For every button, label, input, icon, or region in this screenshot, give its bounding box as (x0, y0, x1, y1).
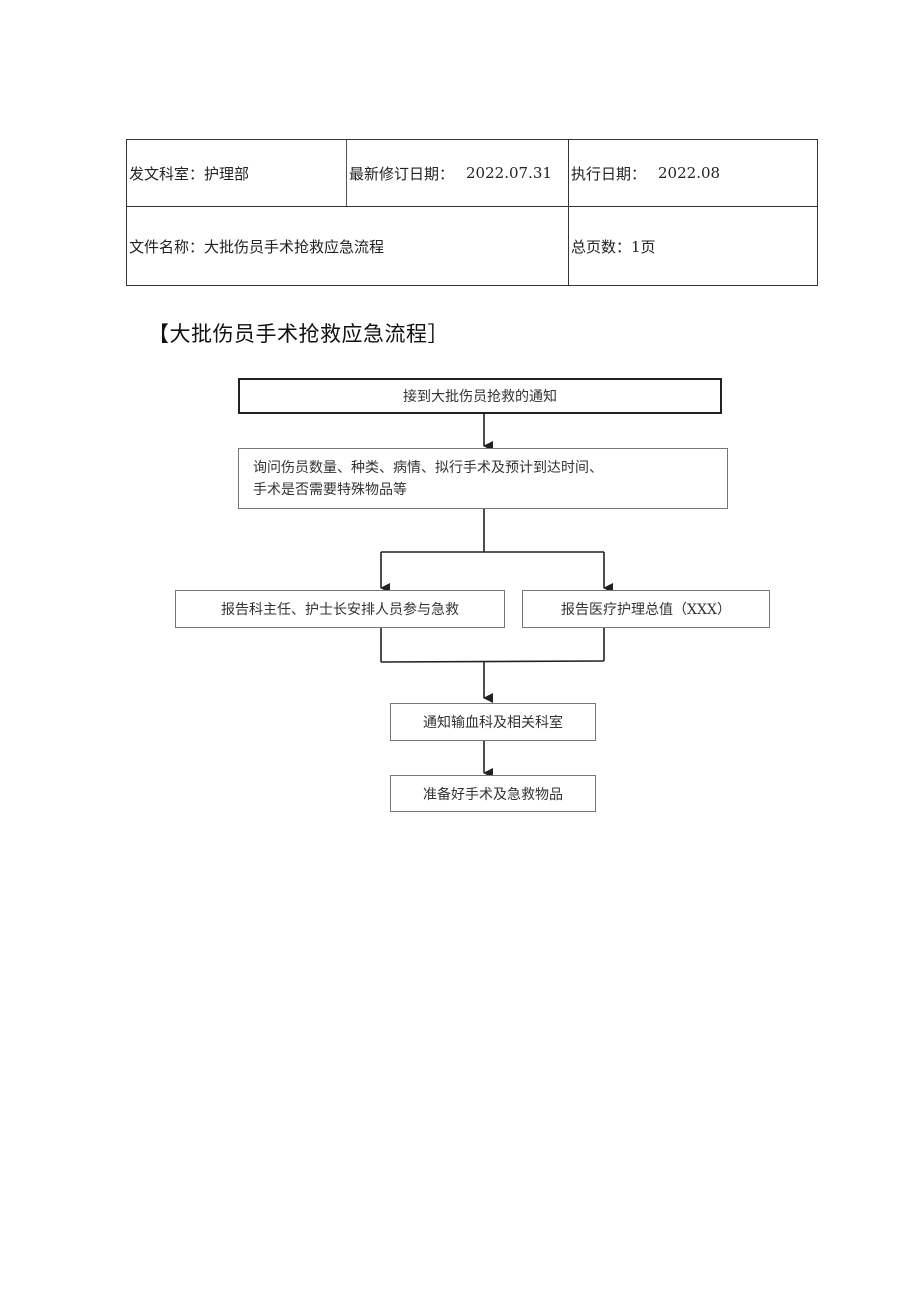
step-label: 通知输血科及相关科室 (423, 715, 563, 731)
step-label: 接到大批伤员抢救的通知 (403, 389, 557, 405)
revision-date: 2022.07.31 (466, 164, 552, 182)
exec-date-cell: 执行日期： 2022.08 (569, 140, 819, 206)
flow-step-notify-blood-bank: 通知输血科及相关科室 (390, 703, 596, 741)
flow-step-receive-notice: 接到大批伤员抢救的通知 (238, 378, 722, 414)
flow-step-inquire-details: 询问伤员数量、种类、病情、拟行手术及预计到达时间、 手术是否需要特殊物品等 (238, 448, 728, 509)
table-divider (346, 140, 347, 206)
table-divider (568, 140, 569, 286)
step-label-line2: 手术是否需要特殊物品等 (253, 481, 407, 498)
revision-label: 最新修订日期： (349, 164, 455, 183)
exec-label: 执行日期： (571, 164, 647, 183)
document-title: 【大批伤员手术抢救应急流程］ (148, 322, 449, 346)
step-label: 报告科主任、护士长安排人员参与急救 (221, 602, 459, 618)
document-name-cell: 文件名称：大批伤员手术抢救应急流程 (129, 237, 385, 256)
step-label: 准备好手术及急救物品 (423, 786, 563, 803)
department-cell: 发文科室：护理部 (129, 164, 250, 183)
flow-step-report-duty-chief: 报告医疗护理总值（XXX） (522, 590, 770, 628)
exec-date: 2022.08 (658, 164, 721, 182)
revision-date-cell: 最新修订日期： 2022.07.31 (347, 140, 569, 206)
flow-step-report-director: 报告科主任、护士长安排人员参与急救 (175, 590, 505, 628)
step-label: 报告医疗护理总值（XXX） (561, 602, 731, 618)
table-divider (127, 206, 817, 207)
page-count-cell: 总页数：1页 (571, 237, 656, 256)
step-label-line1: 询问伤员数量、种类、病情、拟行手术及预计到达时间、 (253, 459, 603, 476)
document-info-table: 发文科室：护理部 最新修订日期： 2022.07.31 执行日期： 2022.0… (126, 139, 818, 286)
flow-step-prepare-supplies: 准备好手术及急救物品 (390, 775, 596, 812)
